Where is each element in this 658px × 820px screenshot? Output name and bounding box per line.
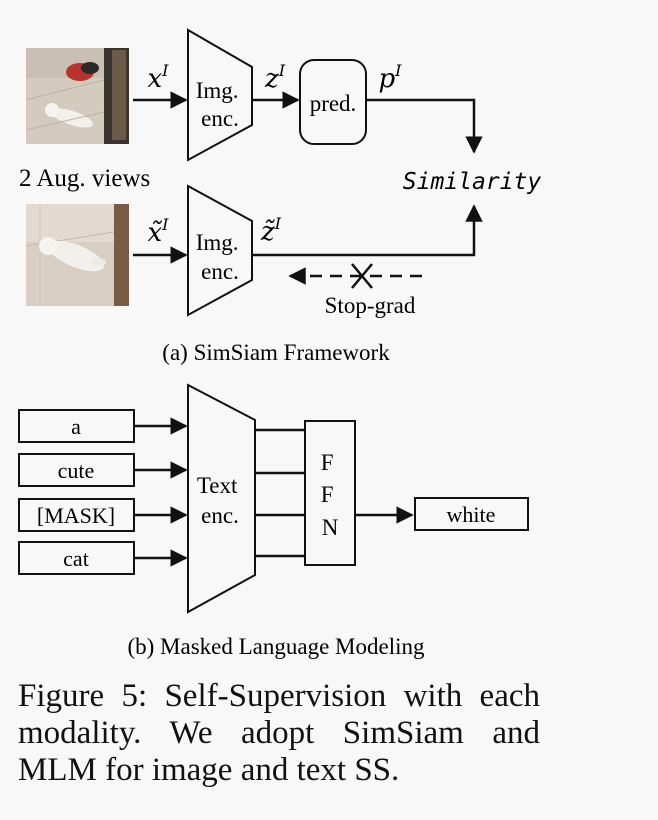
xI-label: xI <box>148 61 170 94</box>
cat-photo-icon <box>25 48 129 144</box>
predictor-label: pred. <box>310 91 357 116</box>
ffn-label: F F N <box>321 450 340 540</box>
svg-text:cat: cat <box>63 546 89 571</box>
token-box-a: a <box>18 409 135 443</box>
token-box-cat: cat <box>18 541 135 575</box>
image-encoder-bottom <box>187 184 253 317</box>
stop-grad-label: Stop-grad <box>325 293 416 318</box>
text-encoder-label: Text enc. <box>197 473 243 528</box>
output-box-white: white <box>414 497 529 531</box>
arrow-pI <box>366 98 483 154</box>
svg-text:a: a <box>71 414 81 439</box>
pI-label: pI <box>379 61 403 94</box>
image-encoder-top-label: Img. enc. <box>196 78 245 131</box>
text-encoder <box>187 383 256 614</box>
aug-views-label: 2 Aug. views <box>19 165 150 192</box>
predictor-box <box>299 59 367 145</box>
similarity-label: Similarity <box>403 169 542 195</box>
ffn-box <box>304 420 356 566</box>
svg-text:white: white <box>447 502 496 527</box>
cat-photo-icon <box>25 204 129 306</box>
arrow-ztildeI <box>252 204 483 257</box>
figure-caption: Figure 5: Self-Supervision with each mod… <box>18 678 540 788</box>
subcaption-b: (b) Masked Language Modeling <box>127 634 425 659</box>
zI-label: zI <box>264 61 286 94</box>
svg-text:cute: cute <box>58 458 95 483</box>
image-encoder-top <box>187 28 253 162</box>
token-box-cute: cute <box>18 453 135 487</box>
image-encoder-bottom-label: Img. enc. <box>196 230 245 284</box>
aug-view-bottom-photo <box>25 204 129 306</box>
subcaption-a: (a) SimSiam Framework <box>162 340 390 365</box>
cross-icon <box>351 263 373 289</box>
xtildeI-label: x̃I <box>148 215 170 248</box>
token-box-mask: [MASK] <box>18 498 135 532</box>
aug-view-top-photo <box>25 48 129 144</box>
ztildeI-label: z̃I <box>260 214 282 247</box>
figure-diagram: 2 Aug. views xI Img. enc. zI pred. pI Si… <box>18 28 542 659</box>
svg-text:[MASK]: [MASK] <box>37 503 115 528</box>
